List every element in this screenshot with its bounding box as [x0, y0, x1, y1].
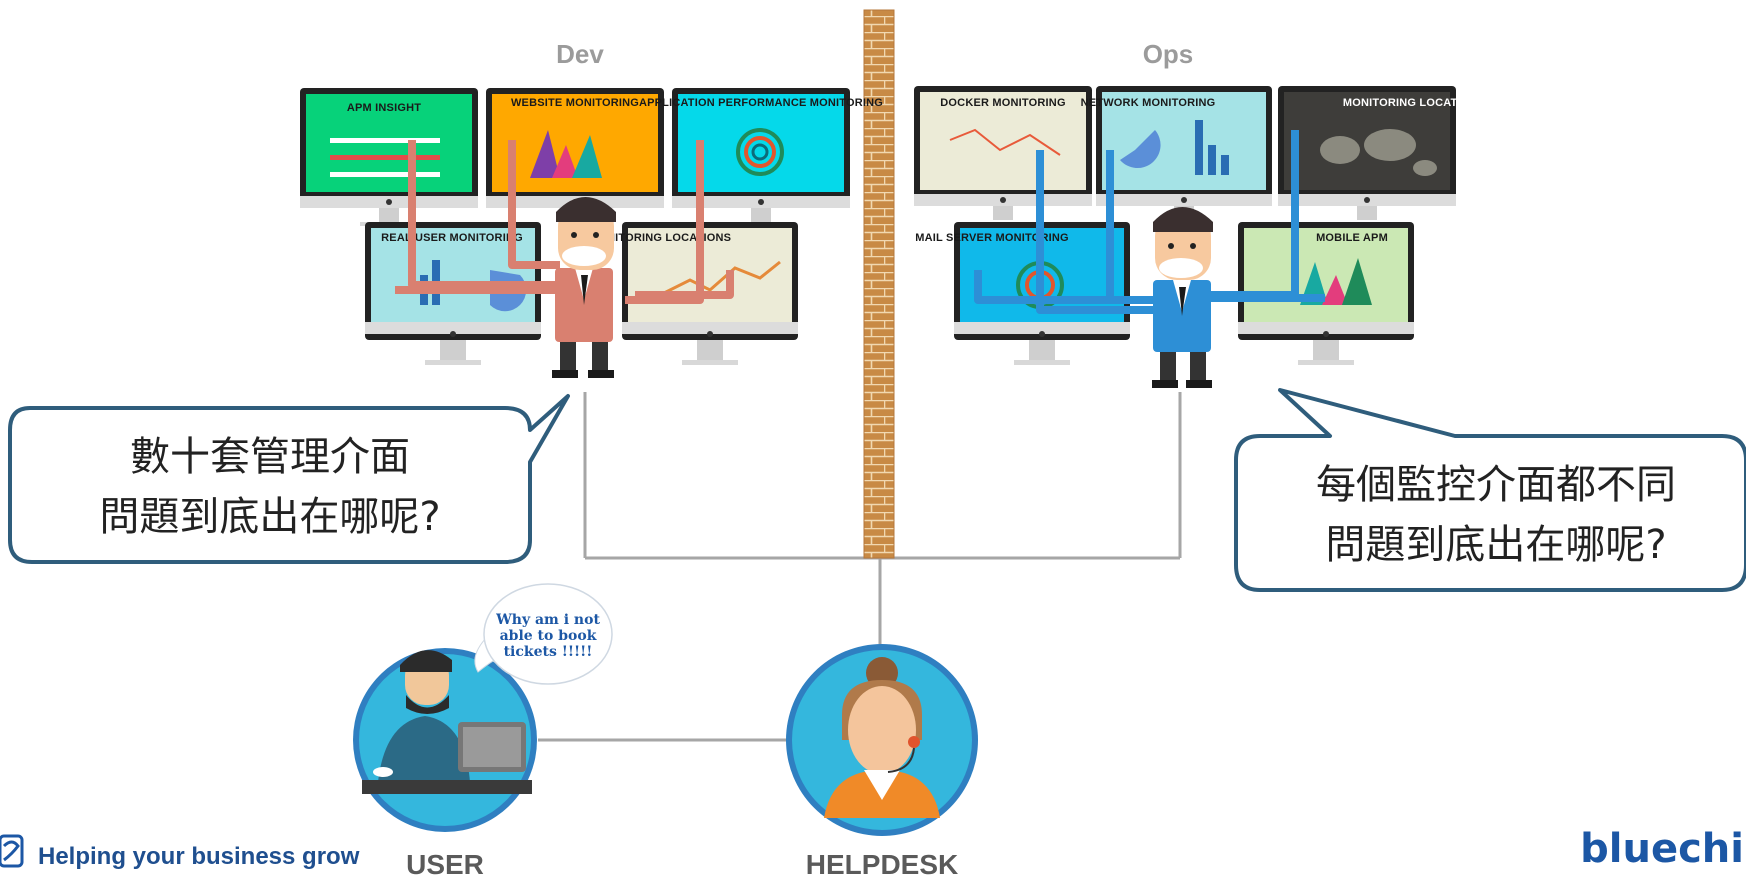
dev-monitor-website-monitoring: WEBSITE MONITORING: [486, 88, 664, 222]
ops-monitor-docker: DOCKER MONITORING: [914, 86, 1092, 220]
ops-monitor-mobile-apm: MOBILE APM: [1238, 222, 1414, 365]
screen-title: WEBSITE MONITORING: [511, 97, 639, 109]
ops-monitor-network: NETWORK MONITORING: [1081, 86, 1272, 220]
tagline: Helping your business grow: [38, 843, 360, 870]
brand-logo: bluechi: [1580, 826, 1744, 872]
dev-bubble-line2: 問題到底出在哪呢?: [99, 494, 440, 540]
dev-monitor-apm-insight: APM INSIGHT: [300, 88, 478, 226]
thought-line1: Why am i not: [495, 612, 600, 628]
user-caption: USER: [406, 849, 484, 879]
screen-title: APM INSIGHT: [347, 102, 421, 114]
screen-title: NETWORK MONITORING: [1081, 97, 1216, 109]
ops-bubble-line1: 每個監控介面都不同: [1316, 462, 1676, 508]
screen-title: MONITORING LOCATIONS: [589, 232, 731, 244]
dev-label: Dev: [556, 39, 604, 69]
dev-monitor-locations: MONITORING LOCATIONS: [589, 222, 798, 365]
ops-bubble-line2: 問題到底出在哪呢?: [1325, 522, 1666, 568]
screen-title: DOCKER MONITORING: [940, 97, 1065, 109]
ops-monitor-mail-server: MAIL SERVER MONITORING: [915, 222, 1130, 365]
screen-title: REAL USER MONITORING: [381, 232, 523, 244]
dev-arms: [395, 140, 734, 304]
ops-monitor-locations: MONITORING LOCATIONS: [1278, 86, 1485, 220]
ops-character: [1152, 207, 1213, 388]
screen-title: APPLICATION PERFORMANCE MONITORING: [639, 97, 883, 109]
user-thought-bubble: Why am i not able to book tickets !!!!!: [474, 583, 613, 685]
ops-arms: [974, 130, 1325, 314]
brick-wall: [863, 9, 895, 559]
dev-monitor-group: APM INSIGHT WEBSITE MONITORING APPLICATI…: [300, 88, 883, 365]
thought-line2: able to book: [500, 628, 597, 644]
screen-title: MAIL SERVER MONITORING: [915, 232, 1069, 244]
helpdesk-avatar: [786, 644, 978, 836]
screen-title: MOBILE APM: [1316, 232, 1388, 244]
ops-speech-bubble: 每個監控介面都不同 問題到底出在哪呢?: [1234, 388, 1746, 592]
user-avatar: [353, 648, 537, 832]
company-logo: [0, 834, 24, 868]
screen-title: MONITORING LOCATIONS: [1343, 97, 1485, 109]
dev-speech-bubble: 數十套管理介面 問題到底出在哪呢?: [8, 394, 570, 564]
ops-label: Ops: [1143, 39, 1194, 69]
thought-line3: tickets !!!!!: [504, 644, 593, 660]
helpdesk-caption: HELPDESK: [806, 849, 958, 879]
dev-character: [552, 197, 616, 378]
dev-monitor-application-performance: APPLICATION PERFORMANCE MONITORING: [639, 88, 883, 222]
dev-bubble-line1: 數十套管理介面: [130, 434, 410, 480]
